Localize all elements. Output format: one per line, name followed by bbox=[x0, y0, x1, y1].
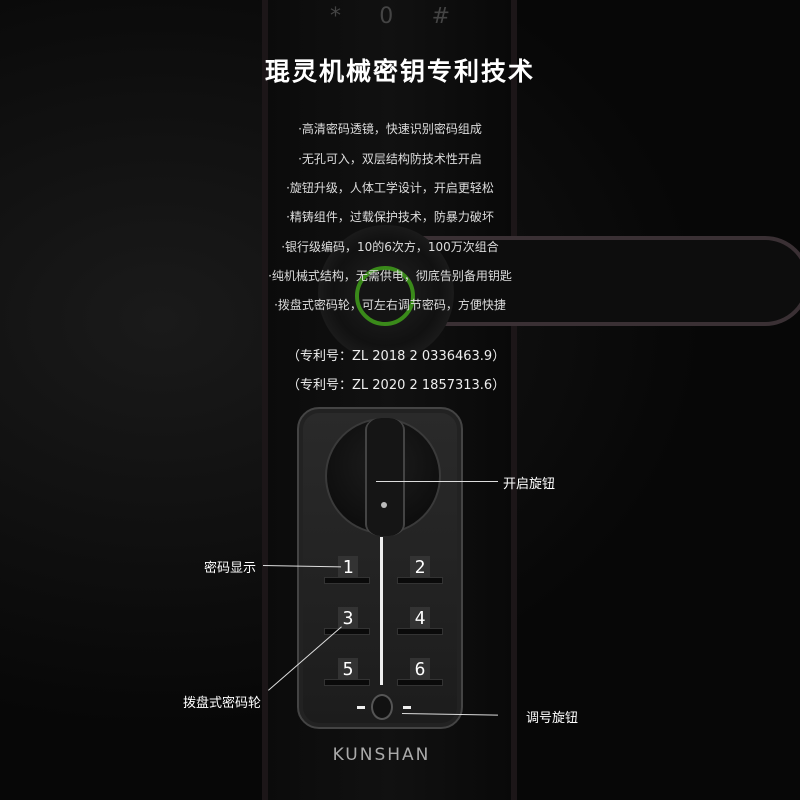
patent-number: （专利号：ZL 2018 2 0336463.9） bbox=[287, 349, 506, 364]
callout-adjust: 调号旋钮 bbox=[526, 711, 579, 726]
key-zero: 0 bbox=[379, 4, 394, 29]
top-keys: * 0 # bbox=[330, 4, 450, 29]
patent-number: （专利号：ZL 2020 2 1857313.6） bbox=[287, 378, 506, 393]
digit-display: 3 bbox=[338, 607, 358, 631]
callout-display: 密码显示 bbox=[204, 561, 257, 576]
digit-display: 4 bbox=[410, 607, 430, 631]
callout-knob: 开启旋钮 bbox=[503, 477, 556, 492]
digit-display: 1 bbox=[338, 556, 358, 580]
key-hash: # bbox=[431, 4, 450, 29]
open-knob[interactable] bbox=[325, 418, 441, 536]
feature-item: ·纯机械式结构，无需供电，彻底告别备用钥匙 bbox=[268, 269, 512, 283]
minus-mark bbox=[357, 706, 365, 709]
center-divider bbox=[380, 537, 383, 685]
key-star: * bbox=[330, 4, 341, 29]
code-wheel[interactable] bbox=[324, 628, 370, 635]
adjust-knob[interactable] bbox=[371, 694, 393, 720]
feature-item: ·拨盘式密码轮，可左右调节密码，方便快捷 bbox=[274, 298, 506, 312]
minus-mark bbox=[403, 706, 411, 709]
code-wheel[interactable] bbox=[324, 679, 370, 686]
code-wheel[interactable] bbox=[397, 577, 443, 584]
feature-item: ·精铸组件，过载保护技术，防暴力破坏 bbox=[286, 210, 494, 224]
feature-item: ·高清密码透镜，快速识别密码组成 bbox=[298, 122, 482, 136]
callout-wheel: 拨盘式密码轮 bbox=[183, 696, 262, 711]
feature-item: ·旋钮升级，人体工学设计，开启更轻松 bbox=[286, 181, 494, 195]
code-wheel[interactable] bbox=[397, 628, 443, 635]
digit-display: 2 bbox=[410, 556, 430, 580]
page-title: 琨灵机械密钥专利技术 bbox=[264, 57, 535, 86]
brand-logo: KUNSHAN bbox=[332, 745, 431, 765]
knob-dot bbox=[381, 502, 387, 508]
knob-grip bbox=[365, 418, 405, 536]
digit-display: 6 bbox=[410, 658, 430, 682]
callout-line bbox=[376, 481, 498, 482]
code-wheel[interactable] bbox=[324, 577, 370, 584]
digit-display: 5 bbox=[338, 658, 358, 682]
code-wheel[interactable] bbox=[397, 679, 443, 686]
feature-item: ·银行级编码，10的6次方，100万次组合 bbox=[281, 240, 499, 254]
feature-item: ·无孔可入，双层结构防技术性开启 bbox=[298, 152, 482, 166]
green-ring-indicator bbox=[355, 266, 415, 326]
